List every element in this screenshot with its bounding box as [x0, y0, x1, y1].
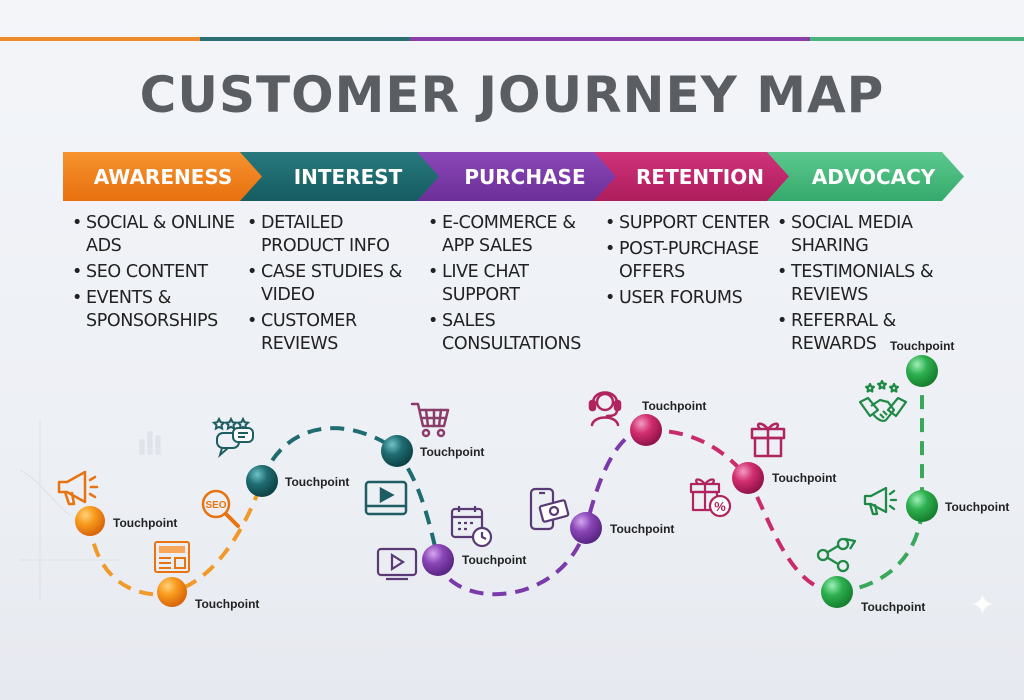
list-item: Post-Purchase Offers	[605, 238, 777, 284]
path-awareness	[88, 480, 264, 597]
touchpoint-label: Touchpoint	[772, 471, 836, 485]
touchpoint-node	[906, 355, 938, 387]
retention-touchpoints-list: Support Center Post-Purchase Offers User…	[605, 212, 777, 313]
awareness-touchpoints-list: Social & Online Ads SEO Content Events &…	[72, 212, 244, 336]
list-item: Support Center	[605, 212, 777, 235]
touchpoint-label: Touchpoint	[462, 553, 526, 567]
list-item: Social & Online Ads	[72, 212, 244, 258]
gift-discount-icon: %	[689, 478, 732, 518]
list-item: Events & Sponsorships	[72, 287, 244, 333]
gift-box-icon	[750, 422, 786, 458]
touchpoint-label: Touchpoint	[285, 475, 349, 489]
stage-interest: INTEREST	[240, 152, 440, 201]
list-item: User Forums	[605, 287, 777, 310]
stage-label: AWARENESS	[93, 164, 233, 189]
touchpoint-label: Touchpoint	[195, 597, 259, 611]
mobile-payment-icon	[529, 487, 570, 531]
background-chart-decoration	[19, 420, 161, 600]
megaphone-icon	[57, 470, 99, 506]
newspaper-icon	[154, 541, 190, 573]
touchpoint-node	[157, 577, 187, 607]
video-player-icon	[364, 480, 408, 516]
purchase-touchpoints-list: E-Commerce & App Sales Live Chat Support…	[428, 212, 600, 359]
list-item: Case Studies & Video	[247, 261, 419, 307]
interest-touchpoints-list: Detailed Product Info Case Studies & Vid…	[247, 212, 419, 359]
top-accent-bar	[0, 37, 1024, 41]
list-item: SEO Content	[72, 261, 244, 284]
list-item: Testimonials & Reviews	[777, 261, 949, 307]
svg-text:SEO: SEO	[205, 500, 226, 511]
path-advocacy	[836, 371, 924, 594]
list-item: Customer Reviews	[247, 310, 419, 356]
seo-search-icon: SEO	[201, 489, 240, 528]
support-headset-icon	[588, 391, 622, 427]
stage-awareness: AWARENESS	[63, 152, 263, 201]
svg-text:%: %	[714, 499, 726, 514]
list-item: Referral & Rewards	[777, 310, 949, 356]
touchpoint-node	[246, 465, 278, 497]
touchpoint-node	[75, 506, 105, 536]
sparkle-icon: ✦	[970, 589, 996, 622]
touchpoint-label: Touchpoint	[861, 600, 925, 614]
share-icon	[816, 537, 857, 573]
path-retention	[645, 428, 838, 594]
list-item: E-Commerce & App Sales	[428, 212, 600, 258]
touchpoint-node	[906, 490, 938, 522]
stage-label: ADVOCACY	[811, 164, 936, 189]
page-title: CUSTOMER JOURNEY MAP	[139, 66, 885, 124]
stage-label: RETENTION	[636, 164, 764, 189]
calendar-clock-icon	[450, 506, 493, 548]
touchpoint-node	[570, 512, 602, 544]
touchpoint-node	[422, 544, 454, 576]
touchpoint-node	[732, 462, 764, 494]
stage-retention: RETENTION	[594, 152, 790, 201]
advocacy-touchpoints-list: Social Media Sharing Testimonials & Revi…	[777, 212, 949, 359]
path-purchase	[436, 428, 647, 597]
list-item: Detailed Product Info	[247, 212, 419, 258]
touchpoint-label: Touchpoint	[113, 516, 177, 530]
list-item: Social Media Sharing	[777, 212, 949, 258]
touchpoint-node	[821, 576, 853, 608]
stage-label: INTEREST	[293, 164, 403, 189]
stage-advocacy: ADVOCACY	[767, 152, 964, 201]
play-screen-icon	[376, 547, 418, 581]
stage-label: PURCHASE	[464, 164, 586, 189]
megaphone-icon	[863, 486, 898, 516]
list-item: Sales Consultations	[428, 310, 600, 356]
touchpoint-node	[381, 435, 413, 467]
shopping-cart-icon	[410, 402, 450, 438]
stage-purchase: PURCHASE	[417, 152, 617, 201]
path-interest	[260, 426, 440, 561]
rating-chat-icon	[211, 416, 254, 458]
touchpoint-node	[630, 414, 662, 446]
touchpoint-label: Touchpoint	[610, 522, 674, 536]
touchpoint-label: Touchpoint	[945, 500, 1009, 514]
touchpoint-label: Touchpoint	[642, 399, 706, 413]
list-item: Live Chat Support	[428, 261, 600, 307]
touchpoint-label: Touchpoint	[420, 445, 484, 459]
touchpoint-label: Touchpoint	[890, 339, 954, 353]
handshake-stars-icon	[858, 379, 908, 422]
